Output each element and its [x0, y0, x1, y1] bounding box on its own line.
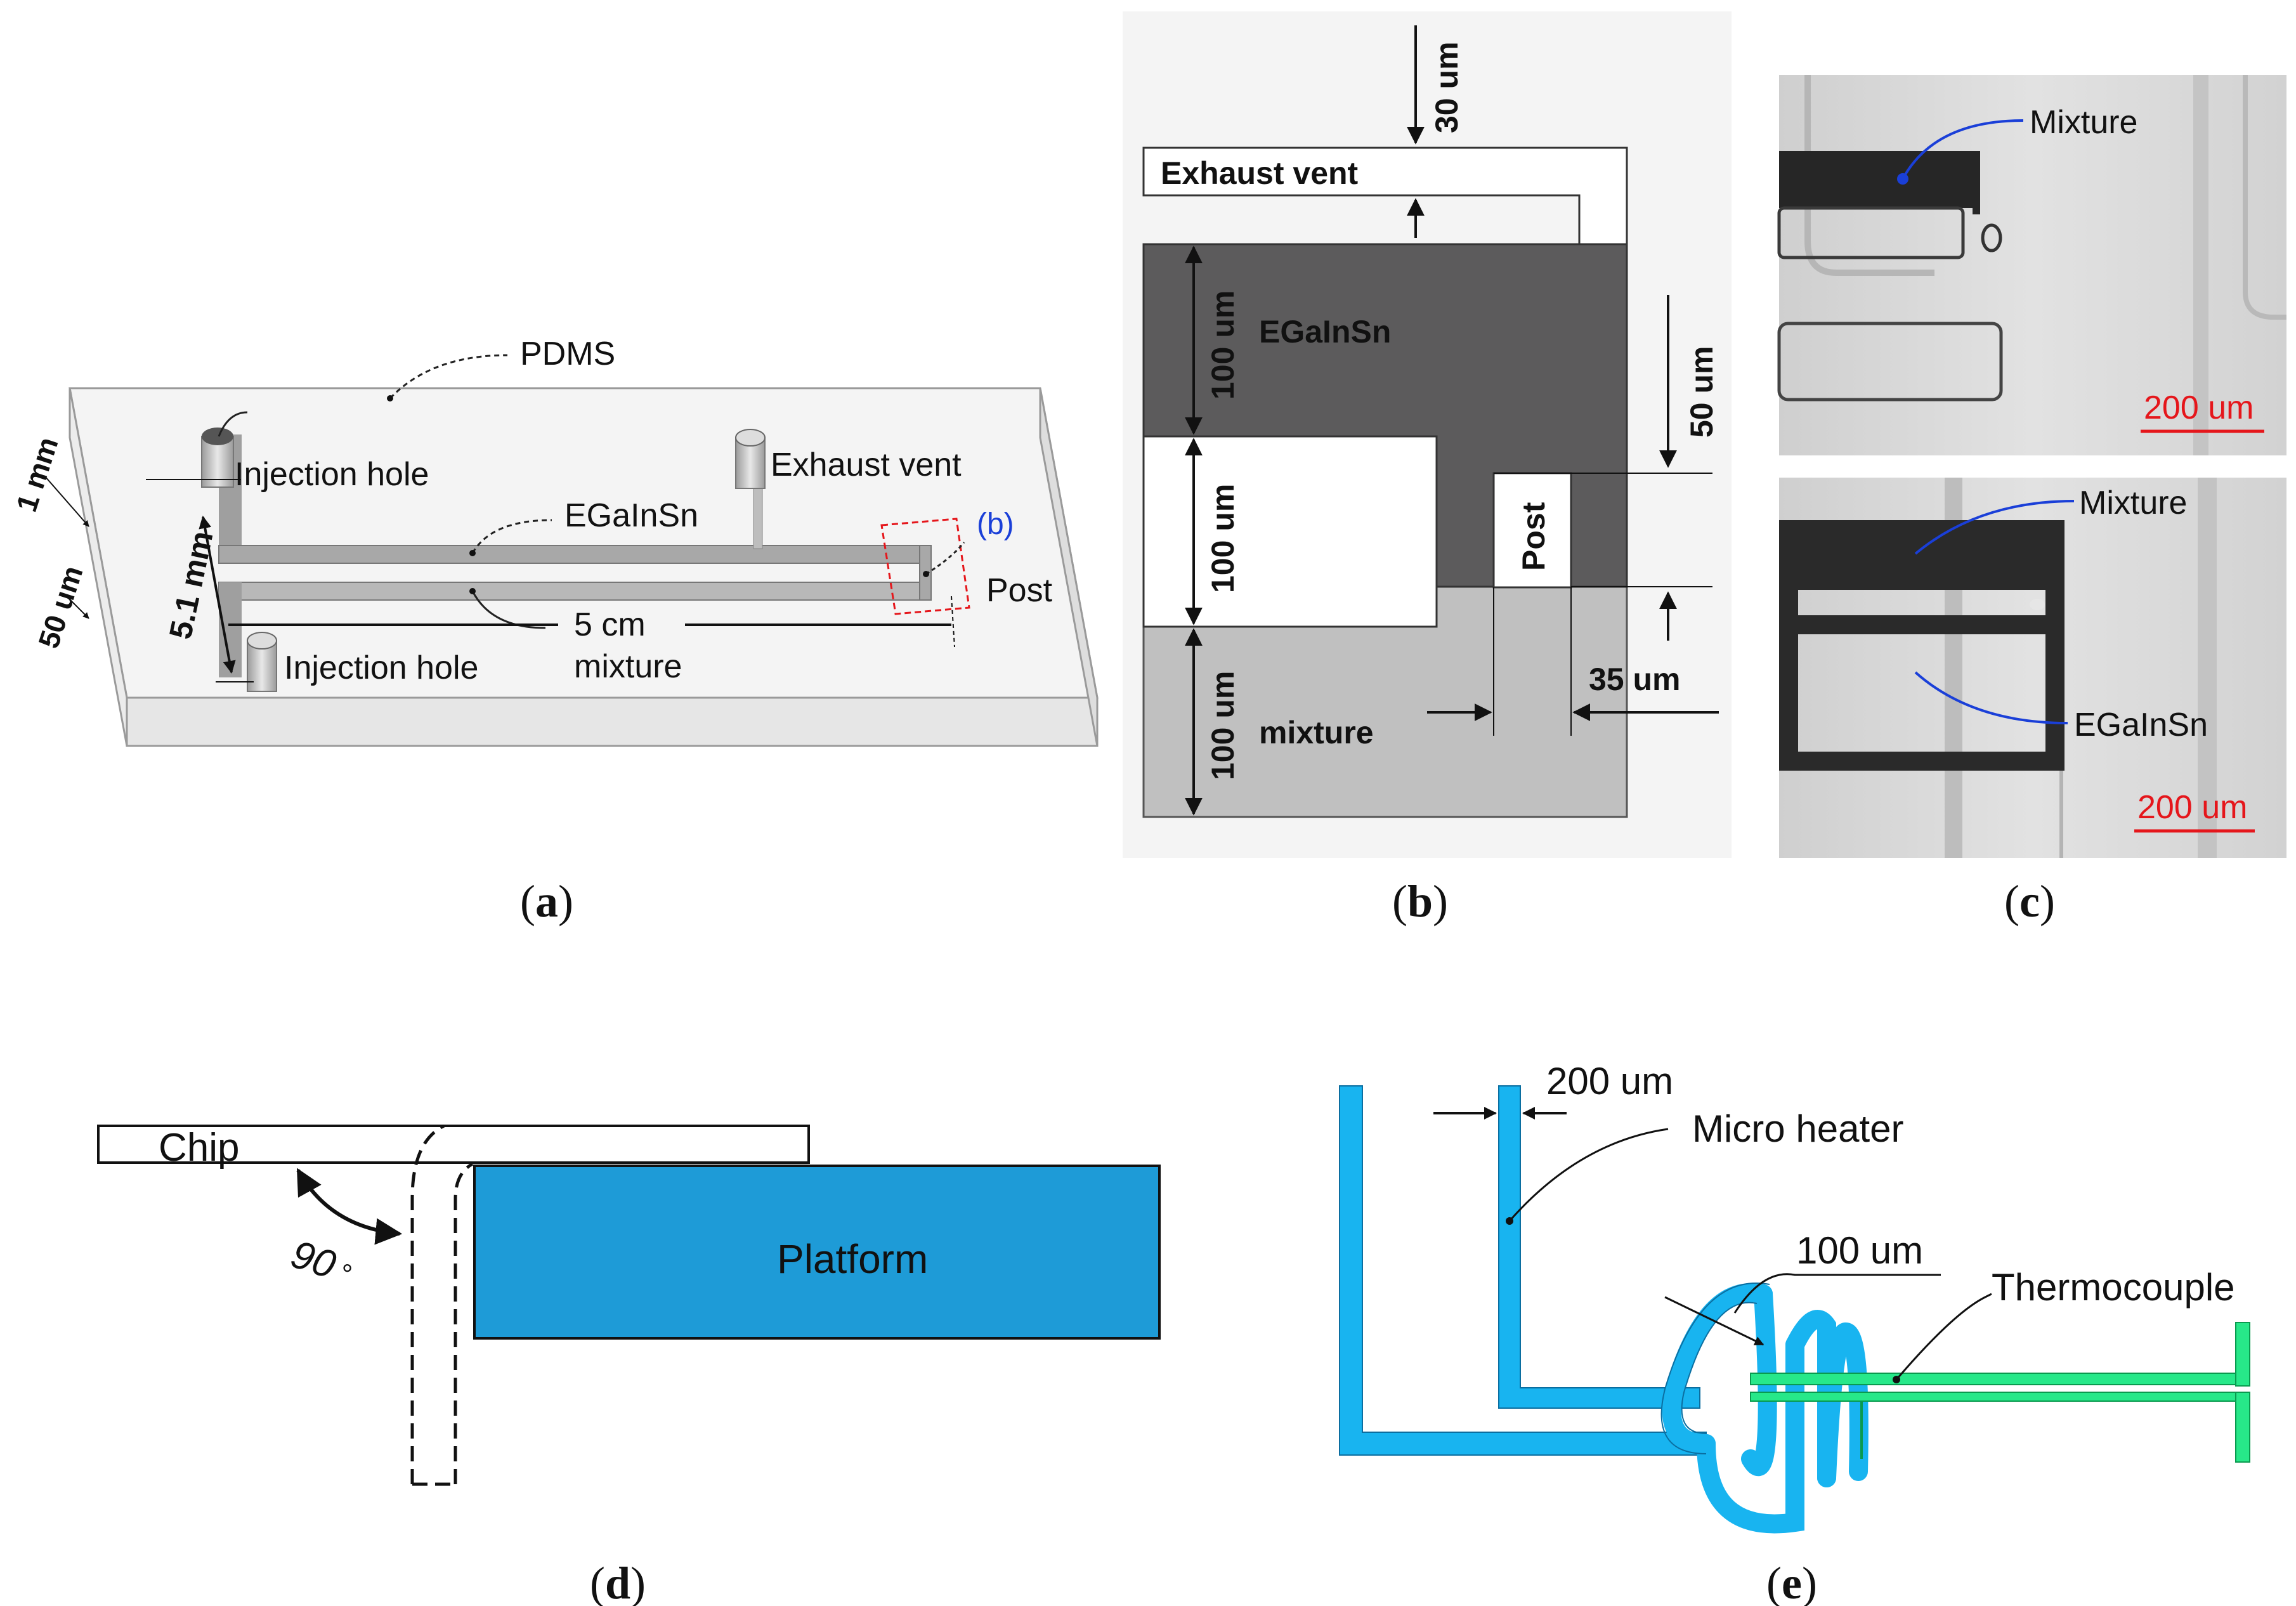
injection-hole-top-tube [201, 428, 234, 488]
label-100um-mid: 100 um [1205, 484, 1241, 593]
caption-e: (e) [1766, 1558, 1817, 1606]
label-post-b: Post [1516, 502, 1551, 571]
label-egainsn-a: EGaInSn [564, 497, 698, 534]
panel-a: PDMS Injection hole Exhaust vent EGaInSn… [10, 336, 1099, 927]
detail-b-box [880, 518, 970, 615]
photo-bottom: Mixture EGaInSn 200 um [1779, 478, 2286, 858]
label-30um: 30 um [1429, 41, 1464, 133]
label-50um-b: 50 um [1684, 346, 1719, 438]
caption-b: (b) [1392, 876, 1448, 927]
label-scale-bottom: 200 um [2137, 789, 2247, 826]
label-chip: Chip [159, 1126, 240, 1170]
label-egainsn-c: EGaInSn [2074, 707, 2208, 743]
label-50um-a: 50 um [32, 562, 89, 653]
label-100um-e: 100 um [1796, 1229, 1923, 1272]
channel-gap [1142, 435, 1438, 628]
label-pdms: PDMS [520, 336, 615, 372]
platform-rect [473, 1165, 1161, 1340]
panel-d: Chip Platform 90° (d) [97, 1124, 1161, 1606]
label-b-ref: (b) [977, 507, 1014, 541]
label-post-a: Post [986, 572, 1053, 609]
thermocouple [1750, 1322, 2250, 1463]
micro-heater-left-lead [1339, 1085, 1707, 1456]
label-5cm: 5 cm [574, 606, 646, 643]
label-35um: 35 um [1589, 662, 1681, 697]
caption-a: (a) [520, 876, 573, 927]
panel-b: Exhaust vent EGaInSn Post mixture 30 um … [1123, 11, 1732, 927]
label-mixture-c-top: Mixture [2030, 104, 2137, 141]
label-angle: 90° [286, 1232, 358, 1293]
rotated-chip-outline [410, 1124, 474, 1486]
pdms-slab-front [126, 696, 1099, 747]
panel-e: 200 um Micro heater 100 um Thermocouple … [1339, 1060, 2250, 1606]
post-region [1492, 472, 1572, 589]
label-100um-bottom: 100 um [1205, 671, 1241, 780]
pdms-slab-right [1039, 388, 1099, 747]
label-platform: Platform [777, 1236, 928, 1282]
label-thermocouple: Thermocouple [1992, 1266, 2235, 1309]
injection-hole-bottom-tube [247, 632, 277, 692]
label-injection-hole-top: Injection hole [235, 456, 429, 493]
chip-rect [97, 1125, 810, 1164]
label-200um: 200 um [1546, 1060, 1673, 1102]
caption-c: (c) [2004, 876, 2055, 927]
label-scale-top: 200 um [2144, 389, 2254, 426]
label-mixture-b: mixture [1259, 715, 1374, 750]
label-exhaust-vent-b: Exhaust vent [1161, 155, 1359, 191]
photo-top: Mixture 200 um [1777, 75, 2286, 455]
label-micro-heater: Micro heater [1692, 1107, 1903, 1150]
label-exhaust-vent-a: Exhaust vent [771, 447, 962, 483]
pdms-slab-left [68, 388, 128, 747]
panel-c: Mixture 200 um Mixture EGaInSn 200 um (c… [1777, 75, 2286, 927]
label-mixture-c-bottom: Mixture [2079, 485, 2187, 521]
label-1mm: 1 mm [10, 433, 65, 516]
channel-network [218, 434, 932, 677]
label-100um-top: 100 um [1205, 291, 1241, 400]
micro-heater-right-lead [1498, 1085, 1700, 1409]
label-egainsn-b: EGaInSn [1259, 314, 1391, 349]
caption-d: (d) [590, 1558, 646, 1606]
label-injection-hole-bottom: Injection hole [284, 650, 478, 686]
exhaust-vent-tube [735, 429, 766, 489]
exhaust-vent-region [1142, 147, 1628, 245]
label-mixture-a: mixture [574, 648, 682, 685]
